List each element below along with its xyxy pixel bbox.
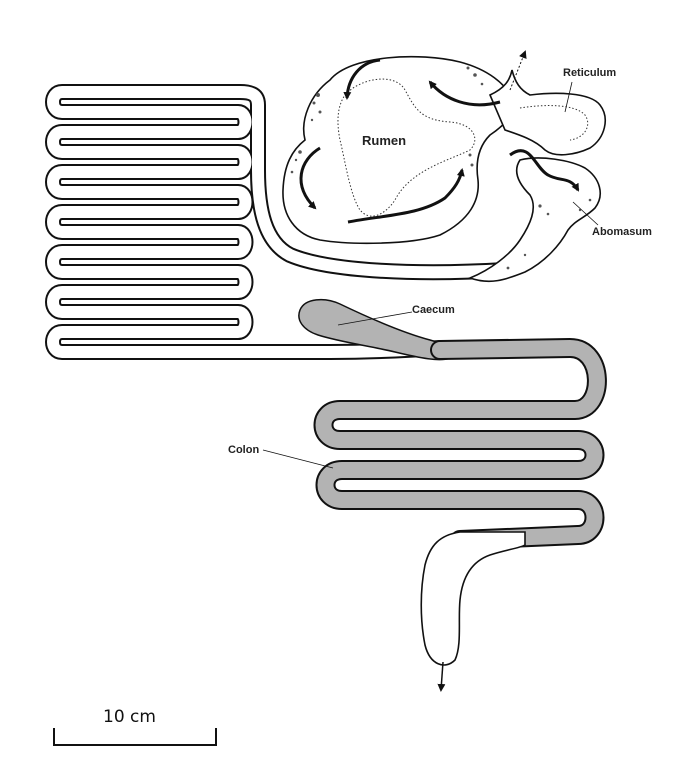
scale-bar-label: 10 cm	[103, 707, 156, 727]
small-intestine-lumen	[47, 86, 511, 358]
scale-bar-line	[53, 728, 217, 746]
leader-colon	[262, 449, 334, 469]
leader-reticulum	[564, 81, 573, 113]
label-rumen: Rumen	[362, 133, 406, 148]
label-caecum: Caecum	[412, 304, 455, 316]
reticulum-outline	[488, 69, 606, 156]
rumen-pillar-dotted	[337, 78, 476, 217]
small-intestine	[45, 84, 513, 360]
foregut-shading	[290, 66, 592, 270]
label-colon: Colon	[228, 444, 259, 456]
foregut	[282, 50, 606, 283]
labels: Reticulum Rumen Abomasum Caecum Colon	[228, 67, 652, 469]
rumen-arrow-4	[428, 80, 501, 107]
scale-bar: 10 cm	[53, 707, 217, 746]
rectum-exit-arrow	[437, 661, 446, 692]
reticulum-inner-dotted	[519, 105, 589, 141]
label-reticulum: Reticulum	[563, 67, 616, 79]
rumen-arrow-1	[343, 58, 381, 100]
label-abomasum: Abomasum	[592, 226, 652, 238]
rectum	[420, 531, 526, 666]
abomasum-outline	[467, 157, 601, 283]
leader-caecum	[337, 311, 413, 326]
hindgut	[298, 298, 607, 692]
rumen-arrow-3	[347, 168, 465, 224]
esophagus-arrow	[509, 50, 527, 91]
leader-abomasum	[572, 201, 599, 226]
colon-fill	[315, 340, 605, 548]
rumen-flow-arrows	[299, 58, 580, 224]
rumen-arrow-2	[299, 146, 321, 210]
abomasum-arrow	[509, 149, 580, 192]
